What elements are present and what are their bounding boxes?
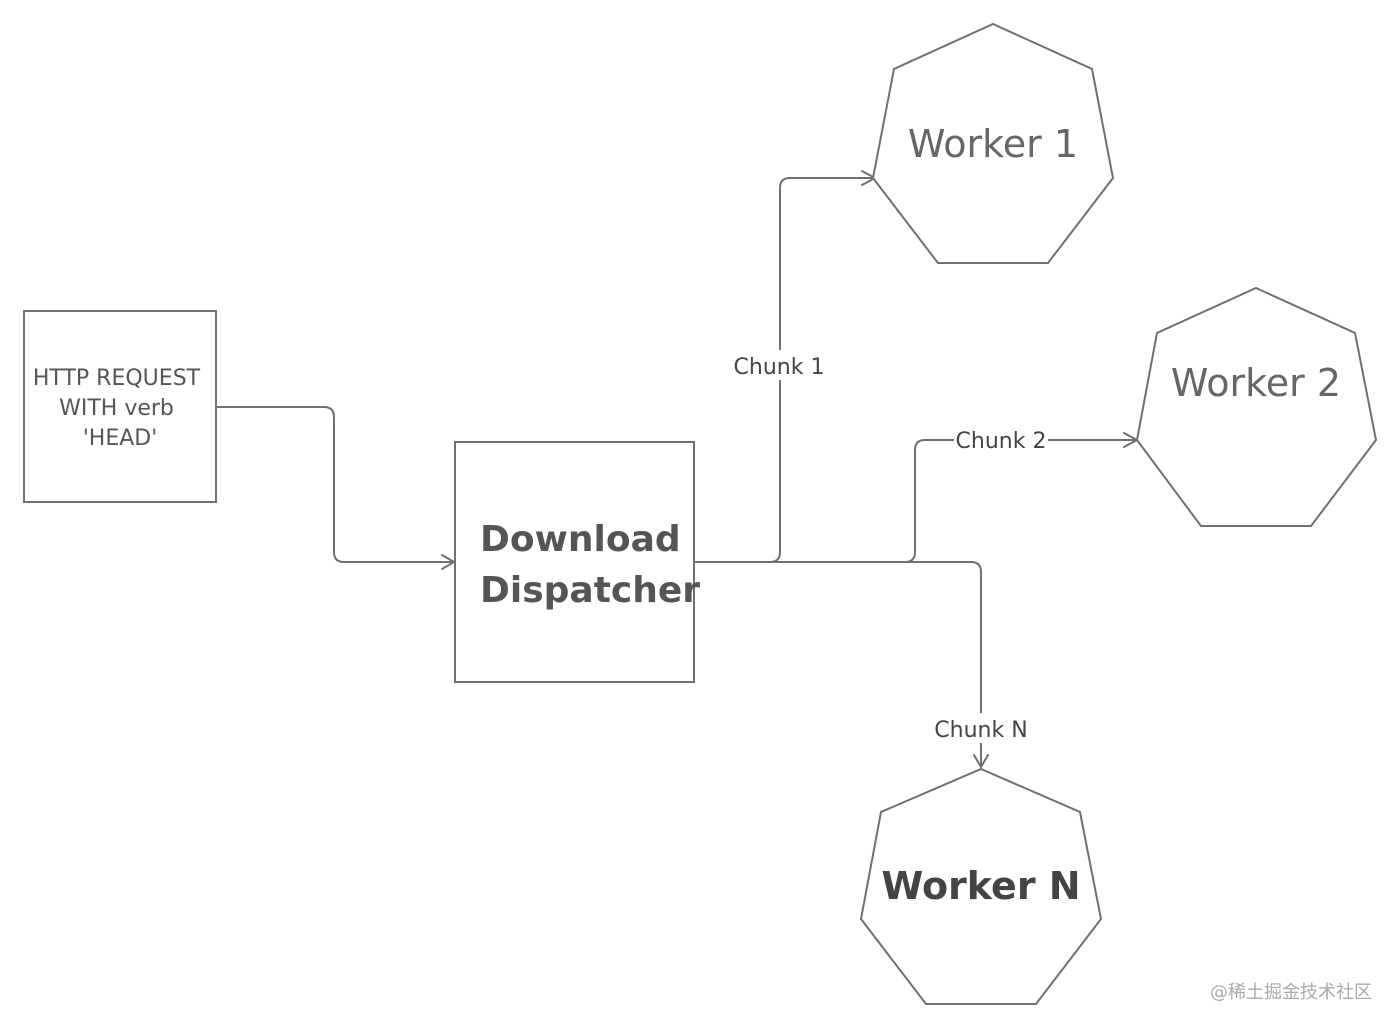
edge-chunk2	[694, 439, 1137, 563]
http-request-node	[23, 310, 217, 503]
dispatcher-node	[454, 441, 695, 683]
chunk2-label-bg	[954, 425, 1048, 455]
chunkN-label: Chunk N	[934, 718, 1027, 743]
worker1-node	[871, 22, 1115, 264]
edge-request-to-dispatcher	[216, 406, 454, 563]
dispatcher-label: Download Dispatcher	[480, 519, 700, 611]
chunk2-label: Chunk 2	[956, 429, 1047, 454]
worker2-node	[1135, 286, 1378, 527]
edge-chunkN	[694, 561, 982, 767]
workerN-node	[859, 767, 1103, 1005]
worker2-label: Worker 2	[1171, 361, 1341, 405]
chunk1-label: Chunk 1	[734, 355, 825, 380]
chunk1-label-bg	[734, 350, 826, 380]
http-request-label: HTTP REQUEST WITH verb 'HEAD'	[33, 366, 207, 451]
chunkN-label-bg	[932, 713, 1030, 743]
workerN-label: Worker N	[881, 864, 1080, 908]
edge-chunkN-arrowhead	[973, 754, 989, 769]
watermark: @稀土掘金技术社区	[1210, 982, 1372, 1003]
worker1-label: Worker 1	[908, 122, 1078, 166]
